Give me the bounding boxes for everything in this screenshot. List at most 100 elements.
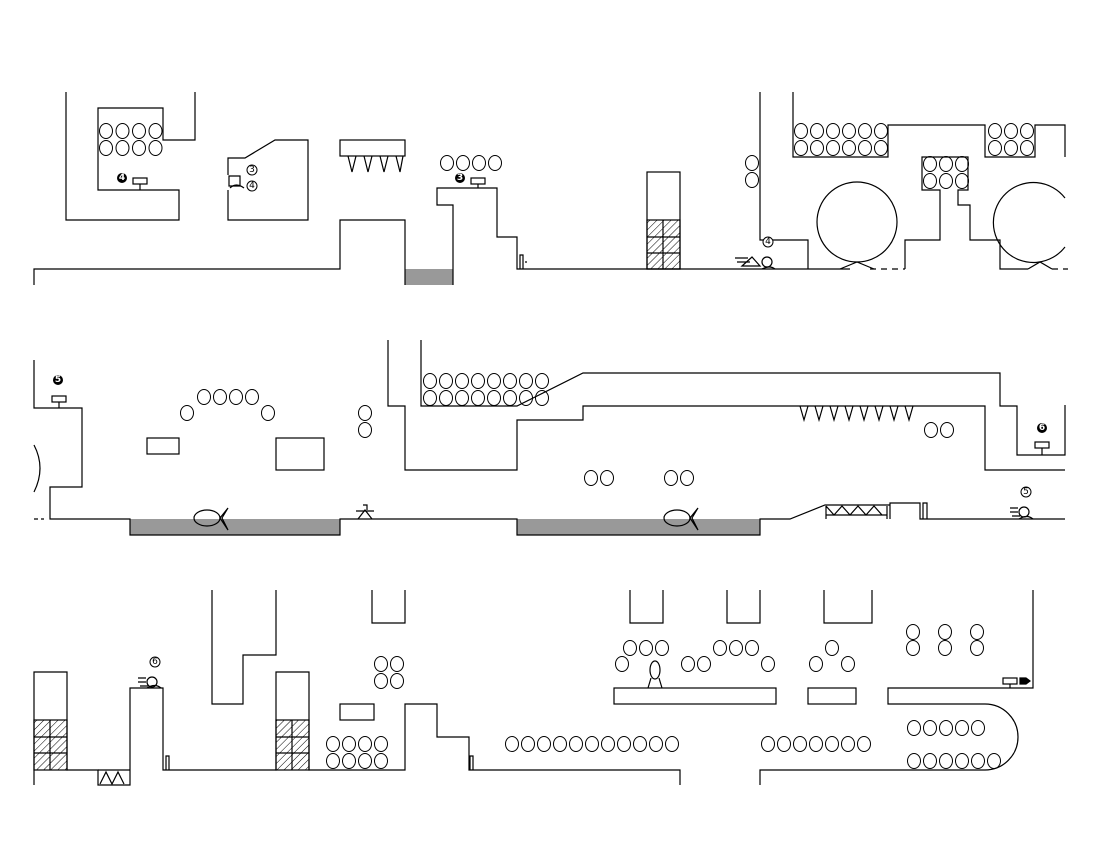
ring bbox=[374, 673, 388, 689]
ring bbox=[907, 753, 921, 769]
ring bbox=[939, 173, 953, 189]
ring bbox=[970, 640, 984, 656]
ring bbox=[939, 720, 953, 736]
ring bbox=[213, 389, 227, 405]
dash-enemy bbox=[138, 676, 162, 689]
ring bbox=[971, 720, 985, 736]
ring bbox=[826, 140, 840, 156]
ring bbox=[940, 422, 954, 438]
fish-enemy bbox=[193, 507, 229, 531]
ring bbox=[923, 753, 937, 769]
marker-m2: 3 bbox=[246, 164, 258, 176]
ring bbox=[535, 390, 549, 406]
ring bbox=[455, 373, 469, 389]
ring bbox=[649, 736, 663, 752]
ring bbox=[115, 123, 130, 139]
ring bbox=[535, 373, 549, 389]
ring bbox=[358, 736, 372, 752]
marker-m8: 5 bbox=[1020, 486, 1032, 498]
terrain-row-2 bbox=[33, 340, 1066, 536]
ring bbox=[681, 656, 695, 672]
ring bbox=[729, 640, 743, 656]
ring bbox=[1020, 123, 1034, 139]
ring bbox=[988, 140, 1002, 156]
ring bbox=[245, 389, 259, 405]
ring bbox=[841, 656, 855, 672]
marker-m4: 3 bbox=[455, 173, 465, 183]
ring bbox=[794, 140, 808, 156]
ring bbox=[439, 390, 453, 406]
ring bbox=[521, 736, 535, 752]
ring bbox=[639, 640, 653, 656]
ring bbox=[229, 389, 243, 405]
marker-label: 5 bbox=[55, 375, 61, 385]
ring bbox=[713, 640, 727, 656]
ring bbox=[99, 123, 113, 139]
marker-label: 4 bbox=[249, 181, 255, 191]
water-pool bbox=[517, 519, 760, 535]
marker-m3: 4 bbox=[246, 180, 258, 192]
water-pit bbox=[405, 269, 453, 285]
marker-m7: 6 bbox=[1037, 423, 1047, 433]
ring bbox=[745, 640, 759, 656]
ring bbox=[423, 390, 437, 406]
ring bbox=[938, 640, 952, 656]
ring bbox=[907, 720, 921, 736]
ring bbox=[553, 736, 567, 752]
ring bbox=[503, 390, 517, 406]
ring bbox=[261, 405, 275, 421]
ring bbox=[148, 123, 163, 139]
ring bbox=[858, 123, 872, 139]
ring bbox=[440, 155, 454, 171]
marker-label: 4 bbox=[765, 237, 771, 247]
ring bbox=[99, 140, 113, 156]
ring bbox=[585, 736, 599, 752]
ring bbox=[923, 156, 937, 172]
ring bbox=[537, 736, 551, 752]
ring bbox=[664, 470, 678, 486]
ring bbox=[633, 736, 647, 752]
ring bbox=[923, 720, 937, 736]
ring bbox=[745, 172, 759, 188]
ring bbox=[342, 736, 356, 752]
ring bbox=[180, 405, 194, 421]
ring bbox=[471, 390, 485, 406]
fish-enemy bbox=[663, 507, 699, 531]
ring bbox=[697, 656, 711, 672]
ring bbox=[374, 753, 388, 769]
ring bbox=[761, 656, 775, 672]
ring bbox=[342, 753, 356, 769]
ring bbox=[569, 736, 583, 752]
ring bbox=[777, 736, 791, 752]
crab-enemy bbox=[228, 175, 245, 189]
ring bbox=[809, 656, 823, 672]
marker-label: 3 bbox=[249, 165, 255, 175]
ring bbox=[793, 736, 807, 752]
ring bbox=[988, 123, 1002, 139]
ring bbox=[810, 140, 824, 156]
marker-label: 6 bbox=[152, 657, 158, 667]
ring bbox=[874, 123, 888, 139]
ring bbox=[503, 373, 517, 389]
ring bbox=[617, 736, 631, 752]
ring bbox=[842, 123, 856, 139]
ring bbox=[505, 736, 519, 752]
ring bbox=[115, 140, 130, 156]
marker-label: 3 bbox=[457, 173, 463, 183]
ring bbox=[761, 736, 775, 752]
ring bbox=[987, 753, 1001, 769]
dash-enemy bbox=[1010, 506, 1034, 520]
enemies bbox=[138, 175, 1034, 689]
ring bbox=[955, 753, 969, 769]
ring bbox=[1004, 140, 1018, 156]
marker-m6: 5 bbox=[53, 375, 63, 385]
ring bbox=[456, 155, 470, 171]
ring bbox=[615, 656, 629, 672]
ring bbox=[455, 390, 469, 406]
dash-enemy bbox=[735, 256, 776, 270]
marker-label: 5 bbox=[1023, 487, 1029, 497]
ring bbox=[874, 140, 888, 156]
ring bbox=[825, 736, 839, 752]
